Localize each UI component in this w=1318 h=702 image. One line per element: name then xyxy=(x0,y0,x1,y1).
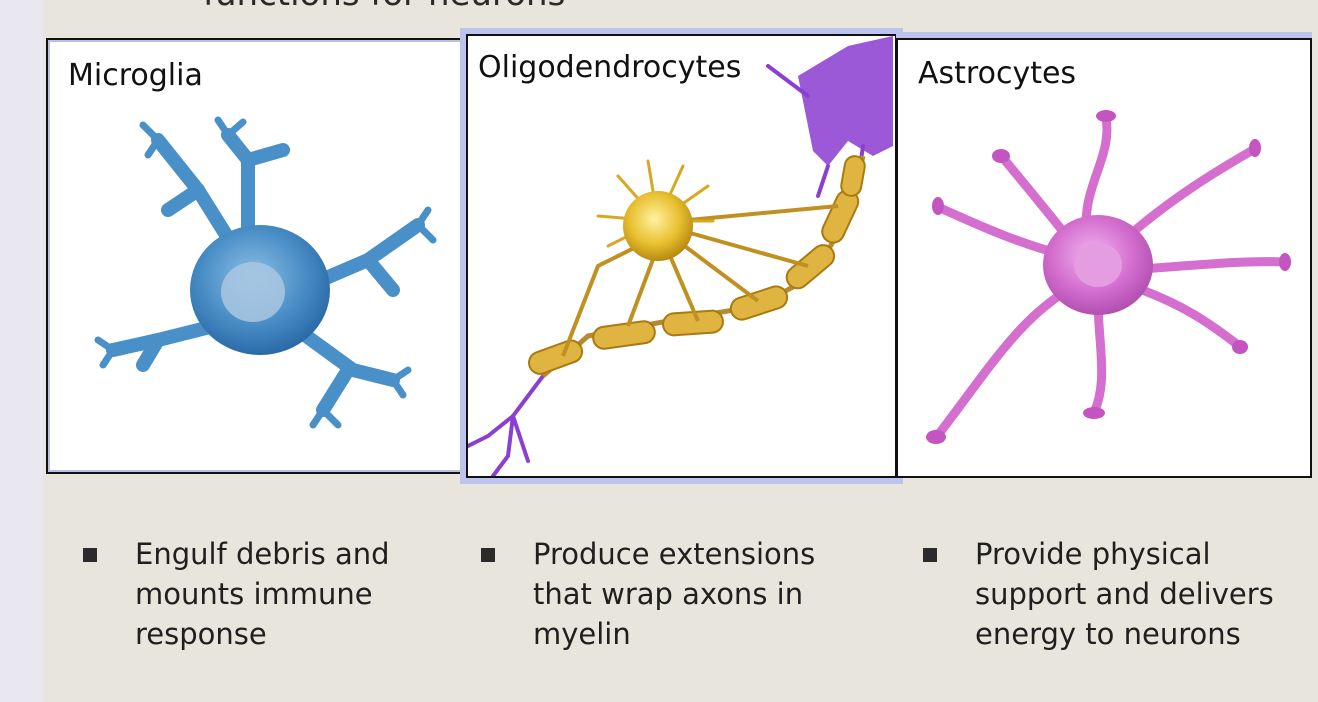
microglia-label: Microglia xyxy=(68,58,203,93)
bullet-line: energy to neurons xyxy=(975,617,1241,651)
bullet-square-icon xyxy=(481,548,495,562)
slide-heading: functions for neurons xyxy=(203,0,565,14)
bullet-line: myelin xyxy=(533,617,631,651)
astrocytes-panel: Astrocytes xyxy=(896,38,1312,478)
oligodendrocytes-panel: Oligodendrocytes xyxy=(460,28,903,484)
bullet-line: Produce extensions xyxy=(533,537,816,571)
oligodendrocytes-bullet-text: Produce extensions that wrap axons in my… xyxy=(533,534,815,654)
astrocyte-illustration xyxy=(926,110,1291,444)
bullet-line: response xyxy=(135,617,267,651)
bullet-line: that wrap axons in xyxy=(533,577,804,611)
bullet-line: mounts immune xyxy=(135,577,373,611)
astrocytes-bullet-text: Provide physical support and delivers en… xyxy=(975,534,1274,654)
oligodendrocytes-bullet: Produce extensions that wrap axons in my… xyxy=(481,534,815,654)
oligodendrocytes-label: Oligodendrocytes xyxy=(478,50,742,85)
astrocytes-label: Astrocytes xyxy=(918,56,1077,91)
oligodendrocyte-illustration xyxy=(468,36,893,476)
microglia-illustration xyxy=(94,116,437,429)
bullet-square-icon xyxy=(83,548,97,562)
microglia-bullet-text: Engulf debris and mounts immune response xyxy=(135,534,390,654)
bullet-line: Engulf debris and xyxy=(135,537,390,571)
astrocytes-bullet: Provide physical support and delivers en… xyxy=(923,534,1274,654)
bullet-line: Provide physical xyxy=(975,537,1211,571)
microglia-panel: Microglia xyxy=(46,38,467,474)
microglia-bullet: Engulf debris and mounts immune response xyxy=(83,534,390,654)
bullet-square-icon xyxy=(923,548,937,562)
bullet-line: support and delivers xyxy=(975,577,1274,611)
